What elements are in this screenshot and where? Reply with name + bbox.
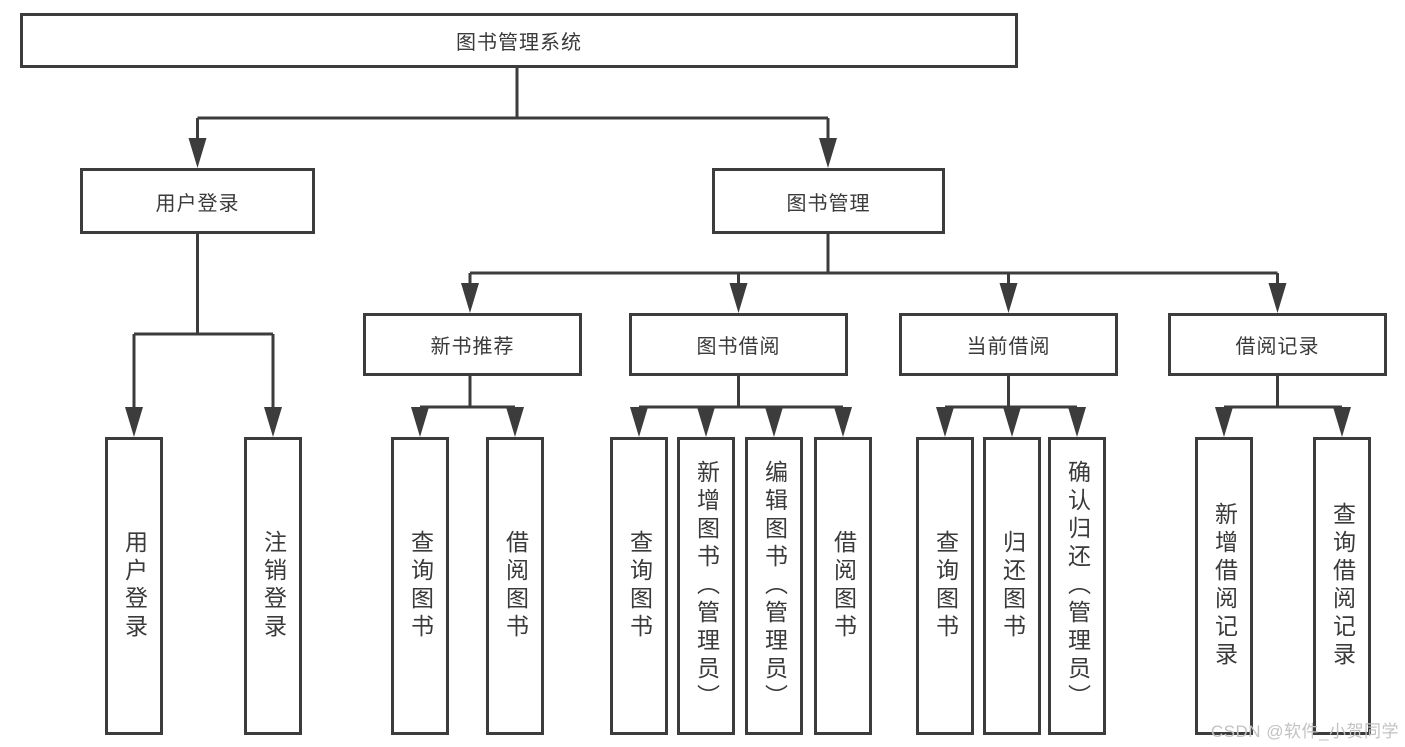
node-borrow-books-recommend: 借阅图书 [486, 437, 544, 735]
node-root: 图书管理系统 [20, 13, 1018, 68]
connector-arrowhead [188, 138, 207, 168]
node-current-borrowing: 当前借阅 [899, 313, 1118, 376]
node-return-books: 归还图书 [983, 437, 1041, 735]
node-borrowing-records: 借阅记录 [1168, 313, 1387, 376]
connector-arrowhead [411, 407, 429, 437]
connector-arrowhead [1333, 407, 1351, 437]
node-confirm-return-admin: 确认归还（管理员） [1048, 437, 1106, 735]
node-query-books-recommend: 查询图书 [391, 437, 449, 735]
node-book-management: 图书管理 [712, 168, 945, 234]
node-book-borrowing: 图书借阅 [629, 313, 848, 376]
node-query-books-current: 查询图书 [916, 437, 974, 735]
watermark: CSDN @软件_小贺同学 [1210, 722, 1399, 741]
connector-arrowhead [125, 407, 143, 437]
node-new-book-recommendation: 新书推荐 [363, 313, 582, 376]
connector-arrowhead [936, 407, 954, 437]
connector-arrowhead [506, 407, 524, 437]
node-query-borrow-record: 查询借阅记录 [1313, 437, 1371, 735]
node-login: 用户登录 [105, 437, 163, 735]
connector-arrowhead [697, 407, 715, 437]
connector-arrowhead [1268, 283, 1287, 313]
node-borrow-books: 借阅图书 [814, 437, 872, 735]
connector-arrowhead [1215, 407, 1233, 437]
connector-arrowhead [461, 283, 479, 313]
node-user-login: 用户登录 [80, 168, 315, 234]
connector-arrowhead [765, 407, 783, 437]
node-edit-books-admin: 编辑图书（管理员） [745, 437, 803, 735]
node-query-books-borrowing: 查询图书 [610, 437, 668, 735]
connector-arrowhead [264, 407, 282, 437]
connector-arrowhead [999, 283, 1018, 313]
connector-arrowhead [729, 283, 748, 313]
node-add-books-admin: 新增图书（管理员） [677, 437, 735, 735]
node-logout: 注销登录 [244, 437, 302, 735]
connector-arrowhead [1003, 407, 1021, 437]
connector-arrowhead [834, 407, 852, 437]
connector-arrowhead [1068, 407, 1086, 437]
connector-arrowhead [819, 138, 837, 168]
node-add-borrow-record: 新增借阅记录 [1195, 437, 1253, 735]
connector-arrowhead [630, 407, 648, 437]
